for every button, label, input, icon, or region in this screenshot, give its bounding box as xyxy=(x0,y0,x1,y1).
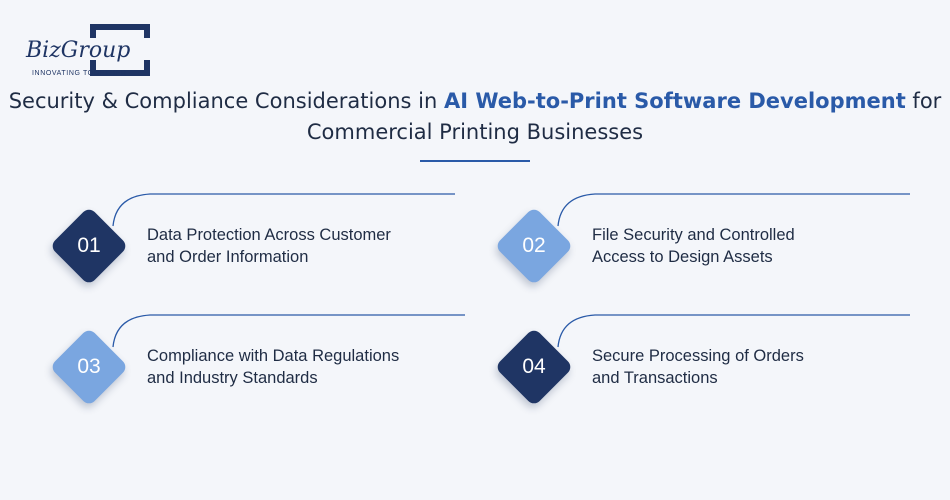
item-card-01: 01 Data Protection Across Customer and O… xyxy=(40,190,460,300)
company-logo: BizGroup INNOVATING TOGETHER xyxy=(24,24,158,82)
title-highlight: AI Web-to-Print Software Development xyxy=(443,89,906,113)
item-card-04: 04 Secure Processing of Orders and Trans… xyxy=(485,311,910,421)
item-title-line-1: Secure Processing of Orders xyxy=(592,347,804,365)
item-title-line-2: and Order Information xyxy=(147,248,309,266)
item-title-line-2: and Industry Standards xyxy=(147,369,318,387)
title-part-1: Security & Compliance Considerations in xyxy=(8,89,444,113)
page-title: Security & Compliance Considerations in … xyxy=(0,86,950,148)
item-connector-line xyxy=(557,193,910,227)
item-title: File Security and Controlled Access to D… xyxy=(592,224,795,268)
item-title: Data Protection Across Customer and Orde… xyxy=(147,224,391,268)
item-connector-line xyxy=(557,314,910,348)
item-title-line-1: Compliance with Data Regulations xyxy=(147,347,400,365)
logo-tagline: INNOVATING TOGETHER xyxy=(32,70,127,77)
item-number: 04 xyxy=(522,355,546,378)
item-title-line-2: and Transactions xyxy=(592,369,718,387)
logo-name: BizGroup xyxy=(26,38,131,63)
item-card-03: 03 Compliance with Data Regulations and … xyxy=(40,311,465,421)
item-connector-line xyxy=(112,193,455,227)
item-number: 03 xyxy=(77,355,101,378)
item-title: Compliance with Data Regulations and Ind… xyxy=(147,345,399,389)
item-number: 01 xyxy=(77,234,101,257)
item-connector-line xyxy=(112,314,465,348)
item-title-line-2: Access to Design Assets xyxy=(592,248,773,266)
item-card-02: 02 File Security and Controlled Access t… xyxy=(485,190,910,300)
item-number: 02 xyxy=(522,234,546,257)
item-title-line-1: File Security and Controlled xyxy=(592,226,795,244)
item-title: Secure Processing of Orders and Transact… xyxy=(592,345,804,389)
title-underline xyxy=(420,160,530,162)
title-part-2: for Commercial Printing Businesses xyxy=(306,89,942,144)
item-title-line-1: Data Protection Across Customer xyxy=(147,226,391,244)
